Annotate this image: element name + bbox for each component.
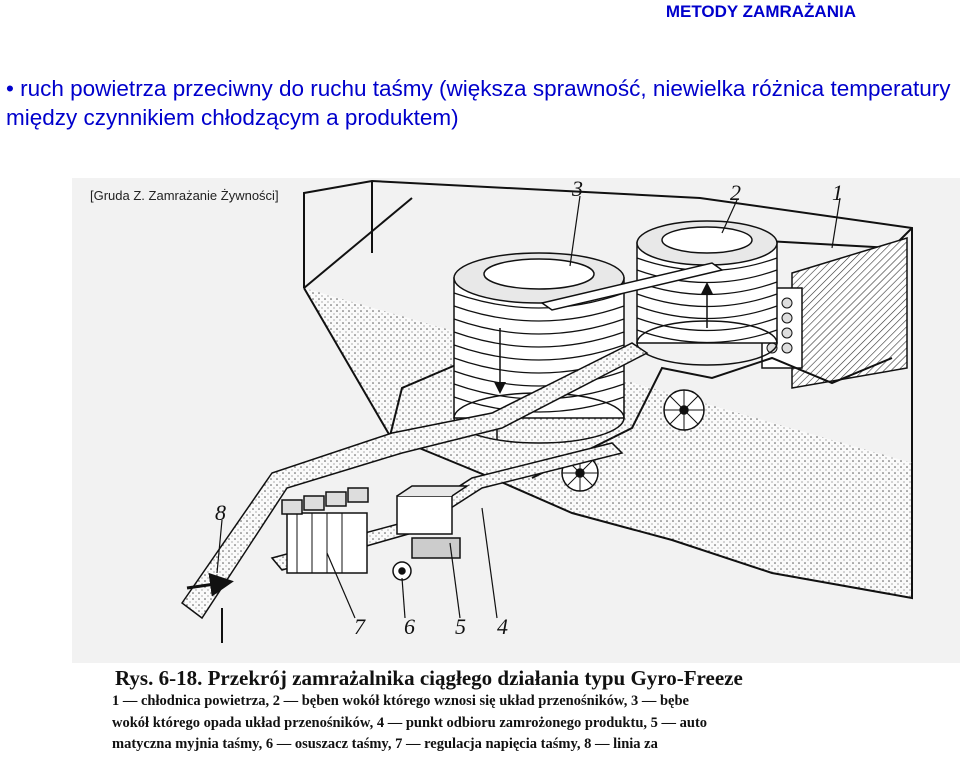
figure-citation: [Gruda Z. Zamrażanie Żywności] xyxy=(90,188,279,203)
caption-title: Rys. 6-18. Przekrój zamrażalnika ciągłeg… xyxy=(115,666,743,690)
leader-lines xyxy=(216,195,841,619)
label-1: 1 xyxy=(832,180,843,205)
label-6: 6 xyxy=(404,614,415,639)
freezer-drawing: 1 2 3 4 5 6 7 8 xyxy=(180,178,913,643)
caption-line-3: matyczna myjnia taśmy, 6 — osuszacz taśm… xyxy=(112,736,658,752)
belt-tension-regulator xyxy=(281,487,369,574)
rising-drum xyxy=(636,220,778,366)
label-7: 7 xyxy=(354,614,366,639)
label-8: 8 xyxy=(215,500,226,525)
slide-title: METODY ZAMRAŻANIA xyxy=(665,2,856,21)
belt-washer xyxy=(396,485,470,559)
air-cooler xyxy=(761,236,908,389)
inlet-conveyor xyxy=(180,342,649,643)
descending-drum xyxy=(453,252,625,444)
fan-icon xyxy=(663,389,705,431)
freezer-illustration: 1 2 3 4 5 6 7 8 [Gruda Z. Zamrażanie Żyw… xyxy=(72,178,960,663)
label-2: 2 xyxy=(730,180,741,205)
belt-dryer xyxy=(392,561,412,581)
caption-line-1: 1 — chłodnica powietrza, 2 — bęben wokół… xyxy=(112,693,689,709)
label-5: 5 xyxy=(455,614,466,639)
transfer-belt xyxy=(540,262,724,311)
figure-caption: Rys. 6-18. Przekrój zamrażalnika ciągłeg… xyxy=(112,665,960,756)
label-4: 4 xyxy=(497,614,508,639)
caption-line-2: wokół którego opada układ przenośników, … xyxy=(112,714,708,731)
label-3: 3 xyxy=(571,178,583,201)
bullet-point-text: • ruch powietrza przeciwny do ruchu taśm… xyxy=(6,76,951,130)
air-duct xyxy=(531,356,893,479)
